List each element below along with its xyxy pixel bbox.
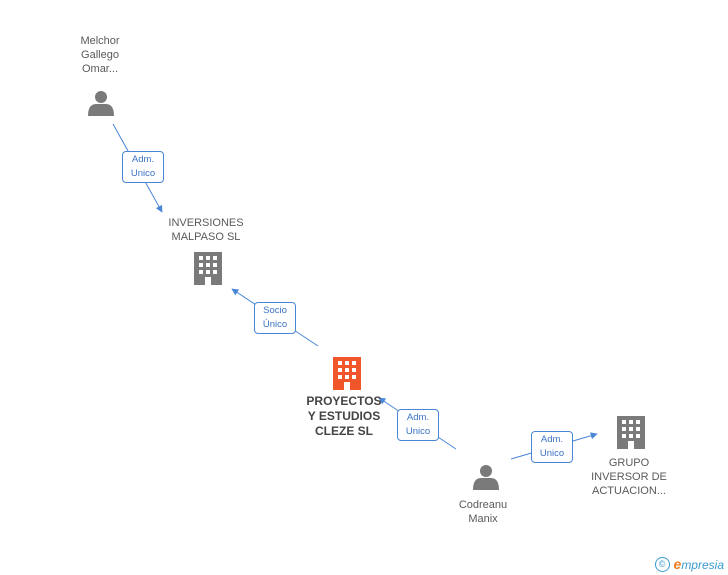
person-icon[interactable] (88, 91, 114, 116)
edge-badge-codreanu-grupo: Adm. Unico (531, 431, 573, 463)
node-label-grupo[interactable]: GRUPO INVERSOR DE ACTUACION... (591, 457, 667, 497)
edge-badge-proyectos-inversiones: Socio Único (254, 302, 296, 334)
edge-badge-melchor-inversiones: Adm. Unico (122, 151, 164, 183)
node-label-inversiones[interactable]: INVERSIONES MALPASO SL (168, 217, 244, 243)
copyright-icon: © (654, 556, 670, 572)
building-icon[interactable] (617, 416, 645, 449)
building-icon[interactable] (333, 357, 361, 390)
edge-badge-codreanu-proyectos: Adm. Unico (397, 409, 439, 441)
node-label-melchor[interactable]: Melchor Gallego Omar... (80, 35, 120, 75)
building-icon[interactable] (194, 252, 222, 285)
node-label-proyectos[interactable]: PROYECTOS Y ESTUDIOS CLEZE SL (306, 394, 382, 438)
node-label-codreanu[interactable]: Codreanu Manix (458, 499, 508, 525)
brand-logo: empresia (673, 556, 724, 572)
brand-footer: © empresia (654, 556, 724, 572)
person-icon[interactable] (473, 465, 499, 490)
